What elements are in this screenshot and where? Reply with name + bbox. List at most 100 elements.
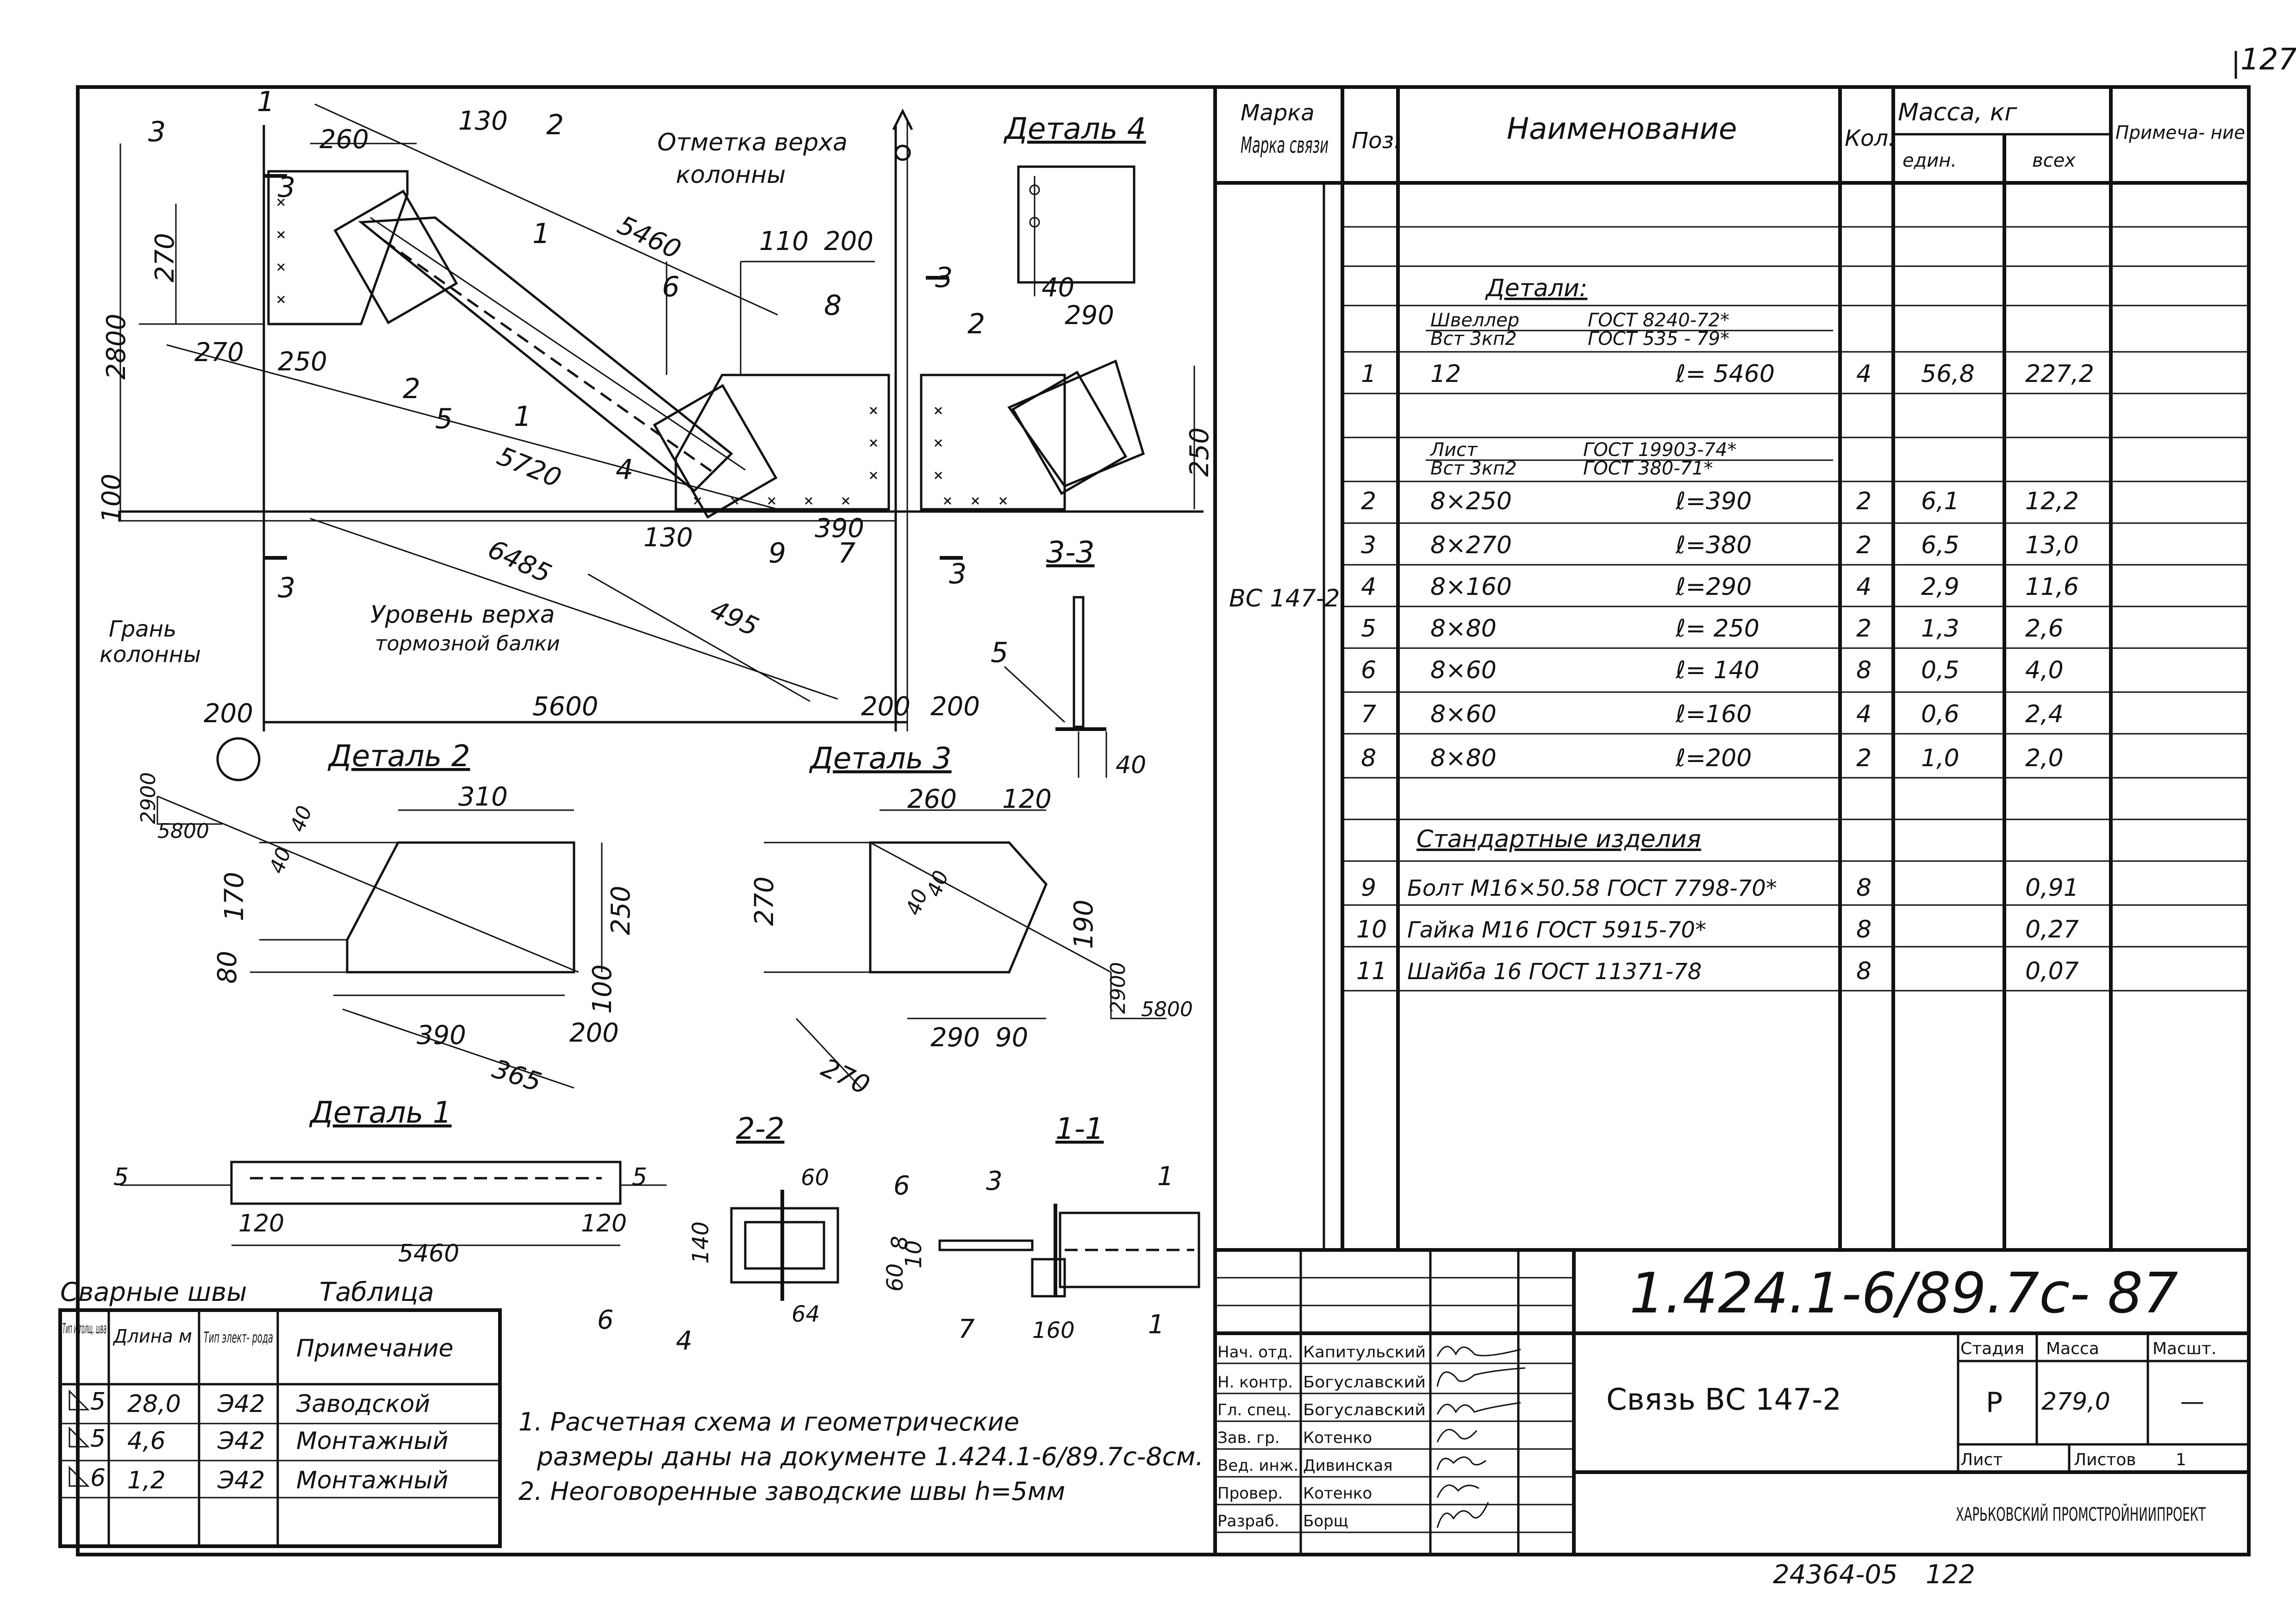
row-len: ℓ=290 bbox=[1675, 573, 1752, 601]
mark: 1 bbox=[514, 400, 531, 433]
cut-label: 1 bbox=[257, 86, 275, 118]
main-view: Отметка верха колонны Уровень верха торм… bbox=[97, 86, 1215, 781]
std-row-all: 0,91 bbox=[2025, 874, 2079, 902]
dim: 90 bbox=[995, 1023, 1028, 1053]
weld-note: Монтажный bbox=[296, 1467, 449, 1494]
dim: 5 bbox=[632, 1163, 647, 1191]
mark: 9 bbox=[768, 537, 786, 569]
row-unit: 56,8 bbox=[1921, 360, 1975, 388]
dim: 200 bbox=[824, 226, 873, 256]
std-row-name: Болт М16×50.58 ГОСТ 7798-70* bbox=[1407, 875, 1777, 901]
cut-label: 3 bbox=[278, 171, 295, 204]
stage: Р bbox=[1986, 1387, 2003, 1419]
scale-label: Масшт. bbox=[2152, 1339, 2216, 1358]
section-2-2: 2-2 60 140 64 6 6 4 bbox=[597, 1112, 910, 1356]
mark: 4 bbox=[616, 454, 633, 486]
header-mass-all: всех bbox=[2032, 150, 2076, 171]
section11-title: 1-1 bbox=[1055, 1112, 1104, 1146]
row-all: 2,0 bbox=[2025, 744, 2064, 772]
row-name: 12 bbox=[1430, 360, 1461, 388]
dim: 170 bbox=[219, 872, 250, 921]
header-mass-unit: един. bbox=[1903, 150, 1957, 171]
organization: ХАРЬКОВСКИЙ ПРОМСТРОЙНИИПРОЕКТ bbox=[1956, 1503, 2206, 1525]
header-mark: Марка связи bbox=[1241, 132, 1329, 158]
dim: 130 bbox=[458, 106, 508, 136]
bottom-code: 24364-05 bbox=[1773, 1560, 1898, 1590]
dim: 64 bbox=[792, 1301, 820, 1327]
detail3-title: Деталь 3 bbox=[809, 742, 952, 776]
cut-label: 2 bbox=[403, 373, 420, 405]
signer-name: Дивинская bbox=[1303, 1456, 1393, 1475]
row-qty: 4 bbox=[1856, 573, 1872, 601]
detail4-title: Деталь 4 bbox=[1003, 112, 1146, 146]
std-row-name: Гайка М16 ГОСТ 5915-70* bbox=[1407, 917, 1706, 943]
row-len: ℓ=200 bbox=[1675, 744, 1752, 772]
mark: 5 bbox=[435, 403, 453, 435]
dim: 110 bbox=[759, 226, 809, 256]
dim: 260 bbox=[319, 125, 369, 155]
mark: 3 bbox=[148, 116, 166, 148]
row-name: 8×250 bbox=[1430, 487, 1512, 515]
dim: 80 bbox=[212, 951, 243, 984]
dim: 250 bbox=[606, 886, 636, 935]
dim: 120 bbox=[238, 1210, 284, 1237]
std-row-name: Шайба 16 ГОСТ 11371-78 bbox=[1407, 959, 1702, 985]
label-beam-level: Уровень верха bbox=[370, 601, 555, 629]
row-all: 13,0 bbox=[2025, 531, 2079, 559]
note-line: 1. Расчетная схема и геометрические bbox=[518, 1407, 1019, 1437]
dim: 5460 bbox=[398, 1240, 459, 1268]
mass-label: Масса bbox=[2046, 1339, 2099, 1358]
row-qty: 4 bbox=[1856, 360, 1872, 388]
row-qty: 4 bbox=[1856, 700, 1872, 728]
cut-label: 3 bbox=[949, 558, 967, 590]
std-row-all: 0,07 bbox=[2025, 957, 2079, 985]
row-len: ℓ=390 bbox=[1675, 487, 1752, 515]
mark: 6 bbox=[662, 271, 680, 303]
signer-name: Богуславский bbox=[1303, 1401, 1426, 1419]
header-mark-1: Марка bbox=[1241, 100, 1315, 126]
mark: 4 bbox=[676, 1326, 693, 1356]
stage-label: Стадия bbox=[1960, 1339, 2024, 1358]
label-column-face: Грань bbox=[109, 616, 176, 642]
sheet-gost: ГОСТ 19903-74* bbox=[1583, 439, 1736, 461]
row-qty: 2 bbox=[1856, 531, 1872, 559]
channel-steel: Вст 3кп2 bbox=[1430, 328, 1517, 350]
weld-table: Сварные швы Таблица Тип и толщ. шва Длин… bbox=[58, 1277, 502, 1548]
mark: 3 bbox=[986, 1166, 1003, 1196]
weld-marks bbox=[277, 198, 1007, 505]
doc-code: 1.424.1-6/89.7с- 87 bbox=[1629, 1262, 2178, 1326]
weld-header: Тип элект- рода bbox=[204, 1329, 273, 1346]
std-row-pos: 10 bbox=[1356, 916, 1387, 943]
dim: 390 bbox=[815, 513, 864, 543]
role: Разраб. bbox=[1217, 1512, 1279, 1530]
label-column-top: Отметка верха bbox=[657, 129, 848, 156]
title-block: 1.424.1-6/89.7с- 87 Связь ВС 147-2 Стади… bbox=[1215, 1250, 2249, 1555]
dim: 2800 bbox=[101, 313, 131, 380]
mark: 7 bbox=[958, 1314, 975, 1344]
row-unit: 6,5 bbox=[1921, 531, 1959, 559]
note-line: 2. Неоговоренные заводские швы h=5мм bbox=[518, 1477, 1065, 1506]
section-1-1: 1-1 8 60 10 160 3 1 1 7 bbox=[882, 1112, 1200, 1344]
std-row-qty: 8 bbox=[1856, 916, 1872, 943]
row-name: 8×270 bbox=[1430, 531, 1512, 559]
detail2-title: Деталь 2 bbox=[327, 739, 470, 774]
row-pos: 1 bbox=[1361, 360, 1376, 388]
weld-len: 28,0 bbox=[127, 1390, 181, 1418]
row-unit: 1,3 bbox=[1921, 615, 1959, 643]
row-unit: 1,0 bbox=[1921, 744, 1959, 772]
row-all: 2,4 bbox=[2025, 700, 2064, 728]
slope: 2900 bbox=[137, 772, 160, 824]
std-row-qty: 8 bbox=[1856, 957, 1872, 985]
label-column-top-2: колонны bbox=[676, 161, 786, 189]
page-number: 127 bbox=[2240, 43, 2296, 77]
sheets-label: Листов bbox=[2074, 1450, 2136, 1469]
row-qty: 2 bbox=[1856, 744, 1872, 772]
channel-label: Швеллер bbox=[1430, 310, 1519, 331]
cut-label: 1 bbox=[532, 218, 550, 250]
sheet-steel-gost: ГОСТ 380-71* bbox=[1583, 458, 1713, 479]
dim: 40 bbox=[265, 844, 296, 877]
role: Провер. bbox=[1217, 1484, 1283, 1503]
signatures bbox=[1436, 1346, 1526, 1528]
dim: 40 bbox=[286, 803, 317, 835]
